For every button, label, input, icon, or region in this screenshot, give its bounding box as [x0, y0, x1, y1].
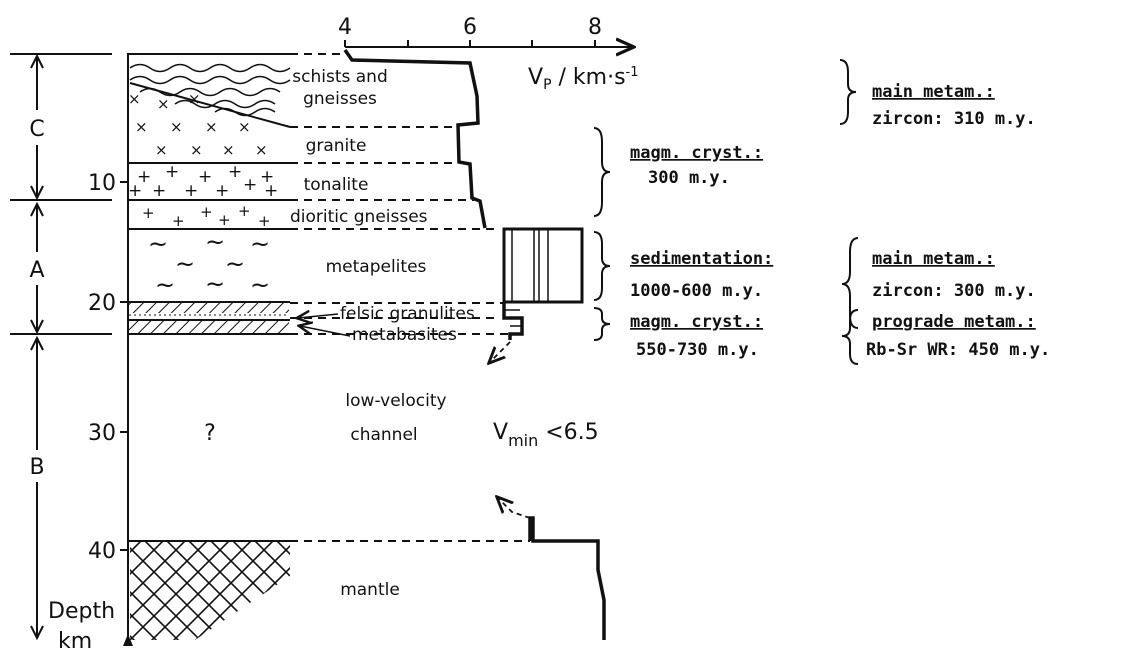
svg-text:+: +: [172, 212, 185, 230]
svg-text:+: +: [258, 212, 271, 230]
depth-axis-unit: km: [58, 629, 92, 652]
sedimentation-value: 1000-600 m.y.: [630, 281, 763, 301]
depth-axis-label: Depth: [48, 599, 115, 624]
felsic-granulite-fill: [129, 303, 289, 313]
svg-text:~: ~: [250, 230, 270, 258]
svg-text:+: +: [264, 181, 278, 201]
svg-text:~: ~: [155, 271, 175, 299]
a-main-metam-value: zircon: 300 m.y.: [872, 281, 1036, 301]
c-main-metam-value: zircon: 310 m.y.: [872, 109, 1036, 129]
svg-text:×: ×: [170, 118, 183, 136]
layer-label-metabasites: metabasites: [352, 325, 457, 345]
velocity-tick-label: 6: [463, 15, 477, 40]
metabasite-fill: [129, 321, 289, 333]
zone-label-a: A: [29, 258, 44, 283]
svg-text:+: +: [165, 162, 179, 182]
svg-text:×: ×: [155, 141, 168, 159]
dioritic-pattern: + + + + + +: [142, 202, 271, 230]
svg-text:+: +: [218, 211, 231, 229]
svg-text:×: ×: [157, 95, 170, 113]
layer-label-granite: granite: [306, 136, 367, 156]
layer-label-channel: channel: [350, 425, 417, 445]
velocity-profile-detail: [504, 229, 548, 326]
depth-tick-label: 20: [88, 291, 116, 316]
zone-label-b: B: [29, 455, 44, 480]
velocity-profile: [345, 50, 604, 640]
svg-text:+: +: [198, 167, 212, 187]
svg-text:~: ~: [205, 270, 225, 298]
svg-text:+: +: [228, 162, 242, 182]
layer-patterns: ××× ×××× ×××× +++++ ++++++ +++ +++ ~~~ ~…: [128, 65, 290, 641]
layer-label-mantle: mantle: [340, 580, 400, 600]
layer-label-low-velocity: low-velocity: [345, 391, 446, 411]
metapelite-pattern: ~~~ ~~ ~~~: [148, 228, 270, 299]
depth-tick-label: 10: [88, 171, 116, 196]
magm-cryst-lower-title: magm. cryst.:: [630, 312, 763, 332]
layer-label-gneisses: gneisses: [303, 89, 377, 109]
layer-unknown-mark: ?: [204, 421, 216, 446]
svg-text:×: ×: [222, 141, 235, 159]
svg-text:×: ×: [255, 141, 268, 159]
svg-text:+: +: [152, 181, 166, 201]
layer-label-tonalite: tonalite: [304, 175, 369, 195]
svg-text:×: ×: [238, 118, 251, 136]
svg-text:+: +: [184, 181, 198, 201]
tonalite-pattern: +++++ ++++++: [128, 162, 278, 201]
magm-cryst-lower-value: 550-730 m.y.: [636, 340, 759, 360]
svg-text:~: ~: [250, 271, 270, 299]
svg-text:×: ×: [128, 90, 141, 108]
layer-label-dioritic: dioritic gneisses: [290, 207, 428, 227]
svg-text:×: ×: [135, 118, 148, 136]
velocity-tick-label: 4: [338, 15, 352, 40]
layer-label-schists: schists and: [292, 67, 387, 87]
a-main-metam-title: main metam.:: [872, 249, 995, 269]
velocity-axis-label: VP / km·s-1: [528, 65, 639, 93]
svg-text:~: ~: [205, 228, 225, 256]
prograde-title: prograde metam.:: [872, 312, 1036, 332]
depth-tick-label: 40: [88, 539, 116, 564]
sedimentation-title: sedimentation:: [630, 249, 773, 269]
magm-cryst-upper-value: 300 m.y.: [648, 168, 730, 188]
granite-pattern: ××× ×××× ××××: [128, 90, 268, 159]
svg-text:+: +: [243, 175, 257, 195]
svg-text:~: ~: [148, 230, 168, 258]
mantle-fill: [130, 541, 290, 640]
svg-text:×: ×: [205, 118, 218, 136]
magm-cryst-upper-title: magm. cryst.:: [630, 143, 763, 163]
c-main-metam-title: main metam.:: [872, 82, 995, 102]
svg-text:+: +: [142, 204, 155, 222]
zone-label-c: C: [29, 117, 44, 142]
svg-text:×: ×: [188, 90, 201, 108]
vmin-note: Vmin <6.5: [493, 420, 599, 450]
svg-text:+: +: [215, 181, 229, 201]
velocity-tick-label: 8: [588, 15, 602, 40]
svg-text:+: +: [128, 181, 142, 201]
svg-text:+: +: [200, 203, 213, 221]
svg-text:~: ~: [175, 250, 195, 278]
layer-label-metapelites: metapelites: [326, 257, 427, 277]
layer-label-felsic: felsic granulites: [340, 304, 475, 324]
depth-tick-label: 30: [88, 421, 116, 446]
svg-text:×: ×: [190, 141, 203, 159]
svg-text:~: ~: [225, 250, 245, 278]
prograde-value: Rb-Sr WR: 450 m.y.: [866, 340, 1050, 360]
depth-axis: 10 20 30 40 Depth km: [48, 171, 133, 652]
svg-text:+: +: [238, 202, 251, 220]
